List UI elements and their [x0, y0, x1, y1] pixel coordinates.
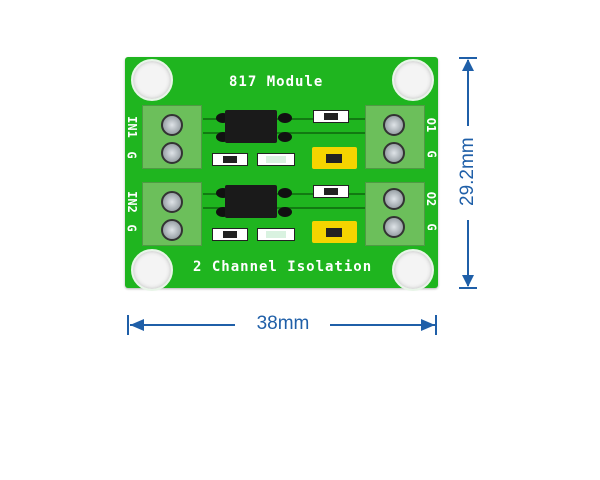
- resistor: [313, 185, 349, 198]
- screw: [383, 142, 405, 164]
- dimension-tick: [127, 315, 129, 335]
- mounting-hole: [131, 59, 173, 101]
- screw: [161, 114, 183, 136]
- arrow-down-icon: [462, 275, 474, 287]
- screw: [383, 188, 405, 210]
- arrow-right-icon: [421, 319, 435, 331]
- pad: [216, 113, 230, 123]
- screw: [161, 142, 183, 164]
- screw: [383, 216, 405, 238]
- mounting-hole: [392, 59, 434, 101]
- pcb-board: [125, 57, 438, 288]
- dimension-tick: [459, 287, 477, 289]
- mounting-hole: [392, 249, 434, 291]
- screw: [161, 191, 183, 213]
- led: [257, 153, 295, 166]
- label-in2: IN2: [124, 191, 139, 213]
- arrow-left-icon: [130, 319, 144, 331]
- dimension-tick: [459, 57, 477, 59]
- label-in1: IN1: [124, 116, 139, 138]
- resistor: [212, 228, 248, 241]
- label-o1: O1: [424, 117, 439, 133]
- pad: [216, 188, 230, 198]
- pad: [278, 207, 292, 217]
- pad: [278, 132, 292, 142]
- label-in1-ground: G: [124, 151, 139, 159]
- height-label: 29.2mm: [457, 137, 478, 206]
- jumper: [312, 147, 357, 169]
- pad: [216, 132, 230, 142]
- jumper: [312, 221, 357, 243]
- width-dimension-line: [130, 324, 235, 326]
- label-o1-ground: G: [424, 150, 439, 158]
- pad: [278, 113, 292, 123]
- height-dimension-line: [467, 60, 469, 126]
- optocoupler-chip: [225, 110, 277, 143]
- dimension-tick: [435, 315, 437, 335]
- height-dimension-line: [467, 220, 469, 286]
- label-in2-ground: G: [124, 224, 139, 232]
- width-label: 38mm: [256, 313, 310, 334]
- led: [257, 228, 295, 241]
- optocoupler-chip: [225, 185, 277, 218]
- resistor: [313, 110, 349, 123]
- screw: [161, 219, 183, 241]
- board-title: 817 Module: [229, 74, 324, 90]
- label-o2: O2: [424, 191, 439, 207]
- resistor: [212, 153, 248, 166]
- pad: [216, 207, 230, 217]
- label-o2-ground: G: [424, 223, 439, 231]
- screw: [383, 114, 405, 136]
- board-subtitle: 2 Channel Isolation: [193, 259, 373, 275]
- arrow-up-icon: [462, 59, 474, 71]
- mounting-hole: [131, 249, 173, 291]
- width-dimension-line: [330, 324, 435, 326]
- pad: [278, 188, 292, 198]
